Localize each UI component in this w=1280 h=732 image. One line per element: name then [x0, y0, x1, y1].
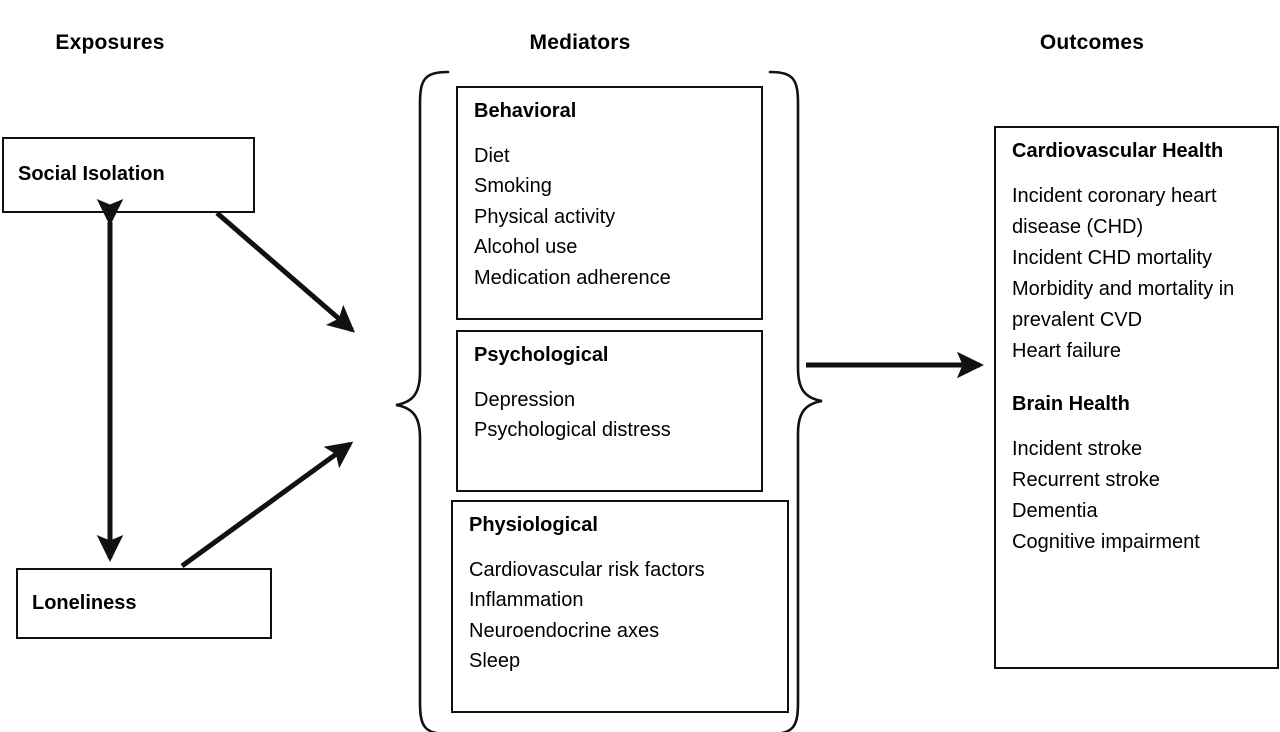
list-item: Inflammation [469, 589, 584, 612]
mediator-title-physiological: Physiological [469, 514, 598, 536]
mediator-physiological-content: Physiological Cardiovascular risk factor… [469, 514, 777, 677]
list-item: Psychological distress [474, 419, 671, 442]
list-item: Recurrent stroke [1012, 469, 1160, 491]
exposure-box-loneliness: Loneliness [16, 568, 272, 639]
mediator-psychological-content: Psychological Depression Psychological d… [474, 344, 751, 446]
list-item: Medication adherence [474, 266, 671, 289]
outcome-box: Cardiovascular Health Incident coronary … [994, 126, 1279, 669]
list-item: Dementia [1012, 500, 1098, 522]
exposure-label-loneliness: Loneliness [32, 591, 137, 614]
list-item: Cardiovascular risk factors [469, 559, 705, 581]
outcome-title-cardiovascular-health: Cardiovascular Health [1012, 140, 1224, 162]
outcome-list-brain-health: Incident stroke Recurrent stroke Dementi… [1012, 434, 1267, 558]
list-item: Incident stroke [1012, 438, 1143, 460]
connector-loneliness-to-mediators [180, 441, 354, 569]
mediator-list-behavioral: Diet Smoking Physical activity Alcohol u… [474, 141, 751, 293]
list-item: Incident CHD mortality [1012, 247, 1213, 269]
outcome-list-cardiovascular-health: Incident coronary heart disease (CHD) In… [1012, 181, 1267, 367]
list-item: Cognitive impairment [1012, 531, 1200, 553]
mediator-title-psychological: Psychological [474, 344, 609, 366]
list-item: Neuroendocrine axes [469, 619, 660, 642]
mediator-list-physiological: Cardiovascular risk factors Inflammation… [469, 555, 777, 677]
mediator-list-psychological: Depression Psychological distress [474, 385, 751, 446]
list-item: Sleep [469, 650, 521, 673]
mediator-box-psychological: Psychological Depression Psychological d… [456, 330, 763, 492]
list-item: Alcohol use [474, 236, 578, 259]
connector-social-isolation-to-mediators [215, 211, 356, 333]
mediator-box-behavioral: Behavioral Diet Smoking Physical activit… [456, 86, 763, 320]
column-header-exposures: Exposures [55, 31, 165, 54]
mediator-title-behavioral: Behavioral [474, 100, 577, 122]
list-item: Morbidity and mortality in prevalent CVD [1012, 278, 1235, 331]
exposure-box-social-isolation: Social Isolation [2, 137, 255, 213]
column-header-mediators: Mediators [529, 31, 631, 54]
connector-mediators-left-brace [395, 70, 450, 732]
list-item: Physical activity [474, 205, 616, 228]
list-item: Heart failure [1012, 340, 1121, 362]
list-item: Smoking [474, 175, 552, 198]
list-item: Incident coronary heart disease (CHD) [1012, 185, 1217, 238]
mediator-behavioral-content: Behavioral Diet Smoking Physical activit… [474, 100, 751, 293]
column-header-outcomes: Outcomes [1039, 31, 1145, 54]
exposure-label-social-isolation: Social Isolation [18, 163, 165, 186]
outcome-content: Cardiovascular Health Incident coronary … [1012, 140, 1267, 558]
outcome-title-brain-health: Brain Health [1012, 393, 1130, 415]
list-item: Depression [474, 389, 576, 411]
mediator-box-physiological: Physiological Cardiovascular risk factor… [451, 500, 789, 713]
list-item: Diet [474, 145, 510, 167]
